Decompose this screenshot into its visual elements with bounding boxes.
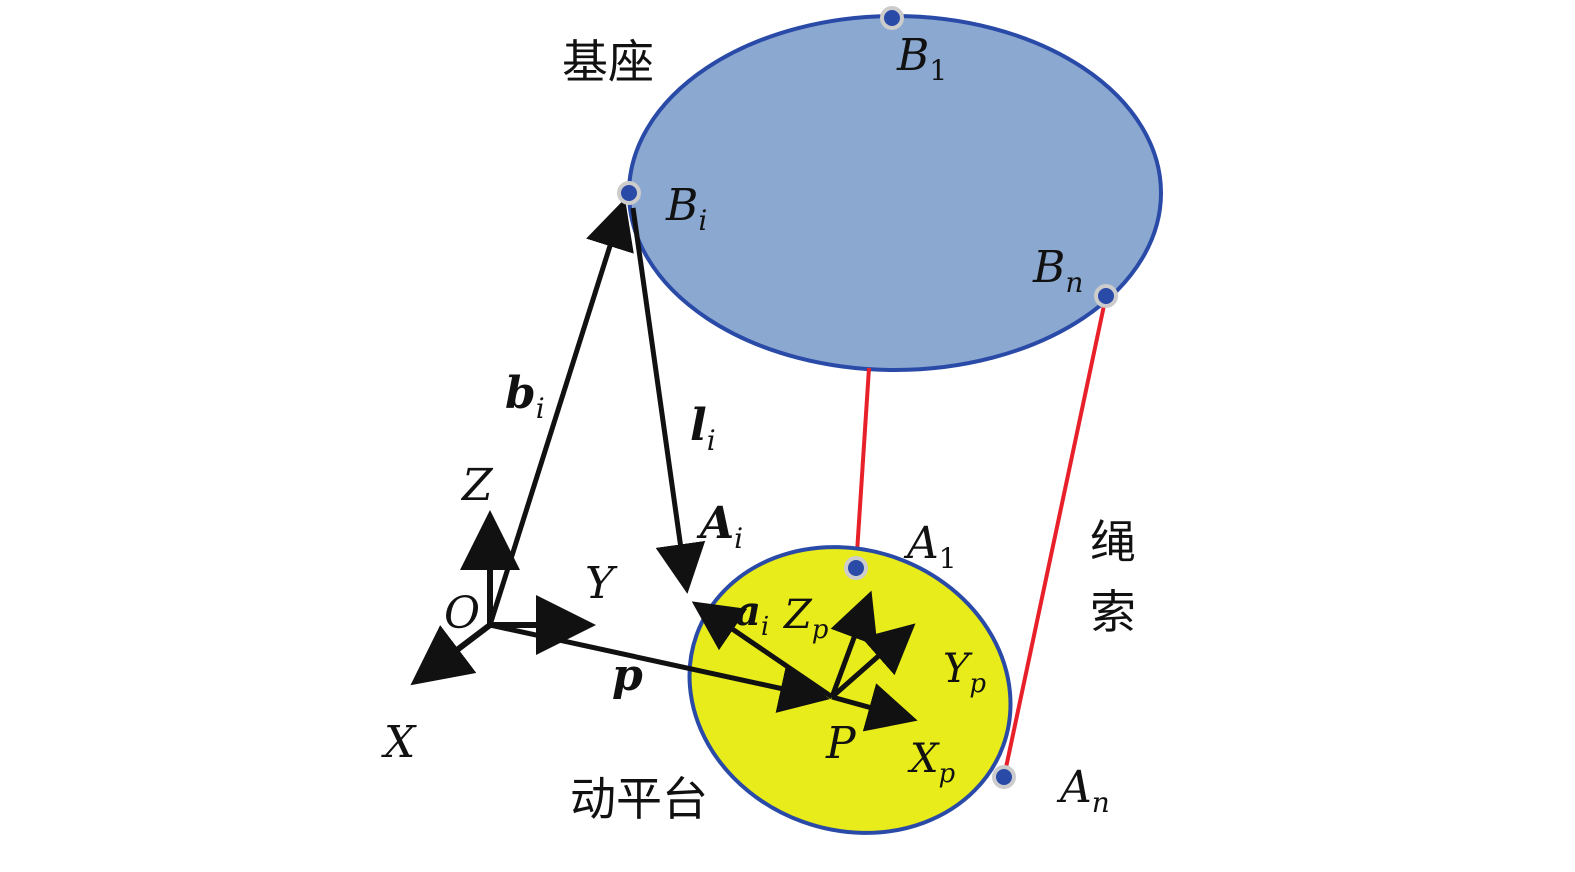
joint-A1 — [844, 556, 868, 580]
base-ellipse — [627, 14, 1163, 372]
joint-Bn — [1094, 284, 1118, 308]
label-vector-b: bi — [505, 368, 545, 425]
vector-p — [489, 622, 830, 713]
platform-axes — [829, 590, 918, 732]
label-axis-Y: Y — [585, 558, 618, 609]
label-platform: 动平台 — [570, 772, 708, 826]
label-axis-Xp: Xp — [907, 736, 955, 789]
joint-Bi — [617, 181, 641, 205]
label-axis-Zp: Zp — [782, 592, 829, 645]
joint-B1 — [880, 6, 904, 30]
label-A1: A1 — [903, 518, 957, 575]
label-An: An — [1056, 762, 1110, 819]
vector-a — [691, 601, 834, 700]
label-O: O — [444, 588, 480, 639]
label-B1: B1 — [896, 30, 947, 87]
label-vector-p: p — [612, 650, 643, 701]
vector-l — [630, 207, 706, 594]
label-Bn: Bn — [1032, 242, 1083, 299]
vector-b — [487, 198, 634, 626]
label-axis-Z: Z — [460, 460, 494, 511]
label-vector-a: ai — [735, 588, 769, 642]
label-vector-l: li — [690, 400, 716, 457]
label-cable-2: 索 — [1090, 585, 1136, 639]
label-P: P — [825, 718, 857, 769]
label-cable-1: 绳 — [1090, 515, 1136, 569]
cable-n — [1002, 295, 1108, 778]
global-axes — [410, 510, 596, 686]
label-base: 基座 — [562, 35, 654, 89]
label-Ai: Ai — [696, 498, 743, 555]
joints — [617, 6, 1118, 789]
label-axis-X: X — [381, 717, 417, 768]
label-axis-Yp: Yp — [943, 646, 986, 699]
vectors — [487, 198, 834, 713]
label-Bi: Bi — [665, 180, 707, 237]
cable-1 — [854, 367, 871, 569]
joint-An — [992, 765, 1016, 789]
